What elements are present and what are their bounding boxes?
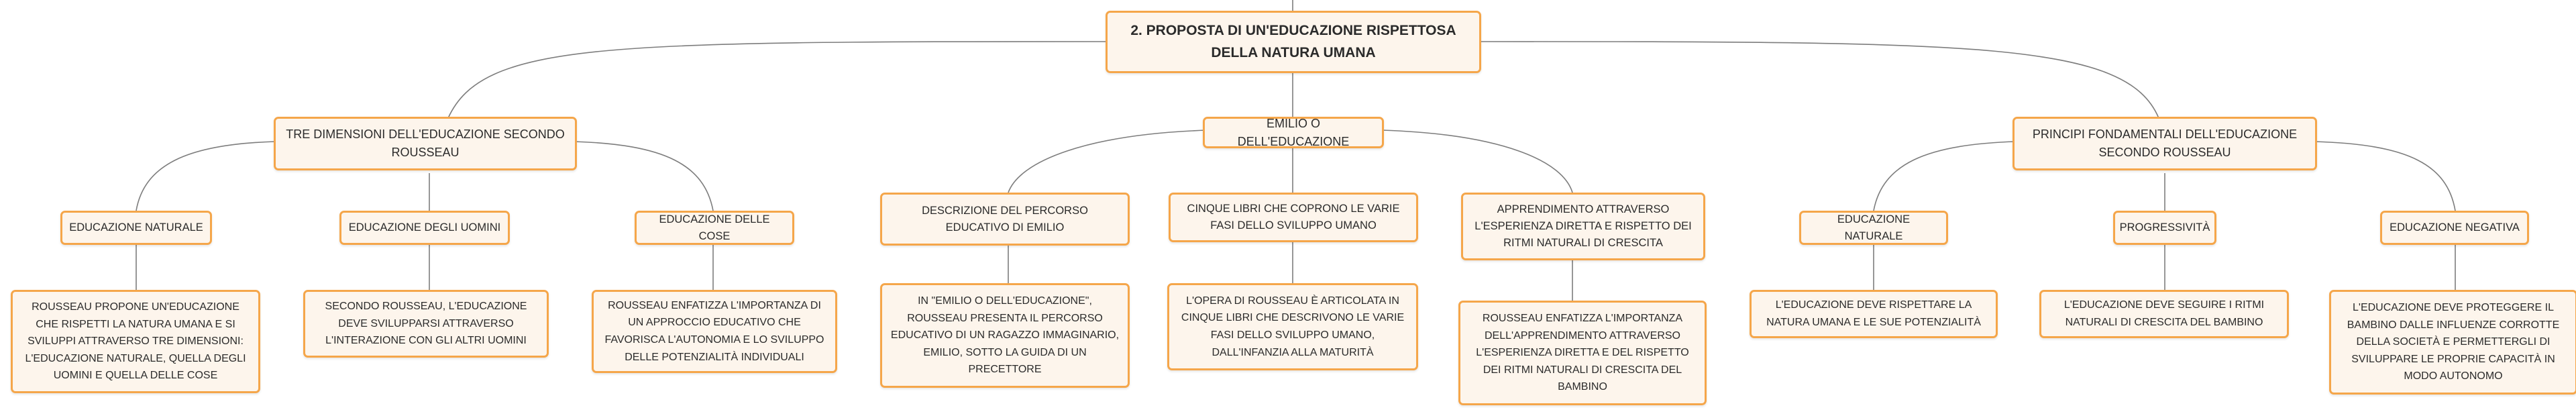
root-topic[interactable]: 2. PROPOSTA DI UN'EDUCAZIONE RISPETTOSA …	[1106, 11, 1481, 73]
topic-progressivita[interactable]: PROGRESSIVITÀ	[2113, 211, 2216, 245]
topic-educazione-negativa[interactable]: EDUCAZIONE NEGATIVA	[2380, 211, 2529, 245]
branch-principi[interactable]: PRINCIPI FONDAMENTALI DELL'EDUCAZIONE SE…	[2012, 117, 2317, 170]
branch-tre-dimensioni[interactable]: TRE DIMENSIONI DELL'EDUCAZIONE SECONDO R…	[274, 117, 577, 170]
detail-cinque-libri[interactable]: L'OPERA DI ROUSSEAU È ARTICOLATA IN CINQ…	[1167, 283, 1418, 370]
topic-apprendimento[interactable]: APPRENDIMENTO ATTRAVERSO L'ESPERIENZA DI…	[1461, 193, 1705, 260]
detail-progressivita[interactable]: L'EDUCAZIONE DEVE SEGUIRE I RITMI NATURA…	[2039, 290, 2289, 338]
detail-apprendimento[interactable]: ROUSSEAU ENFATIZZA L'IMPORTANZA DELL'APP…	[1458, 301, 1707, 405]
topic-educazione-uomini[interactable]: EDUCAZIONE DEGLI UOMINI	[339, 211, 510, 245]
detail-descrizione-percorso[interactable]: IN "EMILIO O DELL'EDUCAZIONE", ROUSSEAU …	[880, 283, 1130, 388]
topic-educazione-naturale-c[interactable]: EDUCAZIONE NATURALE	[1799, 211, 1948, 245]
detail-educazione-cose[interactable]: ROUSSEAU ENFATIZZA L'IMPORTANZA DI UN AP…	[592, 290, 837, 373]
detail-educazione-uomini[interactable]: SECONDO ROUSSEAU, L'EDUCAZIONE DEVE SVIL…	[303, 290, 549, 358]
topic-cinque-libri[interactable]: CINQUE LIBRI CHE COPRONO LE VARIE FASI D…	[1169, 193, 1418, 242]
topic-educazione-cose[interactable]: EDUCAZIONE DELLE COSE	[635, 211, 794, 245]
detail-educazione-naturale-c[interactable]: L'EDUCAZIONE DEVE RISPETTARE LA NATURA U…	[1750, 290, 1998, 338]
topic-educazione-naturale-a[interactable]: EDUCAZIONE NATURALE	[60, 211, 212, 245]
branch-emilio[interactable]: EMILIO O DELL'EDUCAZIONE	[1203, 117, 1384, 148]
detail-educazione-naturale-a[interactable]: ROUSSEAU PROPONE UN'EDUCAZIONE CHE RISPE…	[11, 290, 260, 393]
topic-descrizione-percorso[interactable]: DESCRIZIONE DEL PERCORSO EDUCATIVO DI EM…	[880, 193, 1130, 246]
detail-educazione-negativa[interactable]: L'EDUCAZIONE DEVE PROTEGGERE IL BAMBINO …	[2329, 290, 2576, 395]
